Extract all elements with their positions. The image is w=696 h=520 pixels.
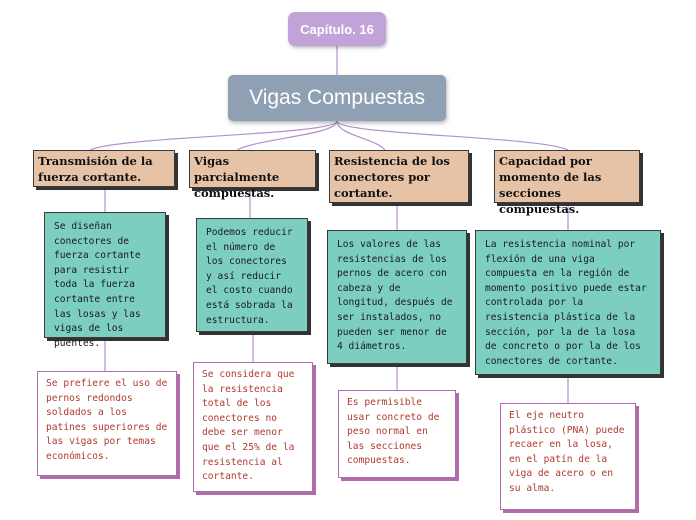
topic-transmision: Transmisión de la fuerza cortante. — [33, 150, 175, 187]
main-title: Vigas Compuestas — [228, 75, 446, 121]
detail-capacidad-momento: La resistencia nominal por flexión de un… — [475, 230, 661, 375]
note-resistencia-conectores: Es permisible usar concreto de peso norm… — [338, 390, 456, 478]
connector-title-branch-2 — [236, 120, 338, 151]
topic-capacidad-momento: Capacidad por momento de las secciones c… — [494, 150, 640, 216]
topic-resistencia-conectores: Resistencia de los conectores por cortan… — [329, 150, 469, 203]
connector-title-branch-3 — [336, 120, 386, 151]
connector-title-branch-1 — [89, 120, 338, 151]
topic-vigas-parciales: Vigas parcialmente compuestas. — [189, 150, 316, 200]
chapter-label: Capítulo. 16 — [288, 12, 386, 46]
connector-title-branch-4 — [336, 120, 569, 151]
detail-transmision: Se diseñan conectores de fuerza cortante… — [44, 212, 166, 349]
note-capacidad-momento: El eje neutro plástico (PNA) puede recae… — [500, 403, 636, 510]
note-transmision: Se prefiere el uso de pernos redondos so… — [37, 371, 177, 476]
detail-resistencia-conectores: Los valores de las resistencias de los p… — [327, 230, 467, 364]
detail-vigas-parciales: Podemos reducir el número de los conecto… — [196, 218, 308, 332]
note-vigas-parciales: Se considera que la resistencia total de… — [193, 362, 313, 492]
